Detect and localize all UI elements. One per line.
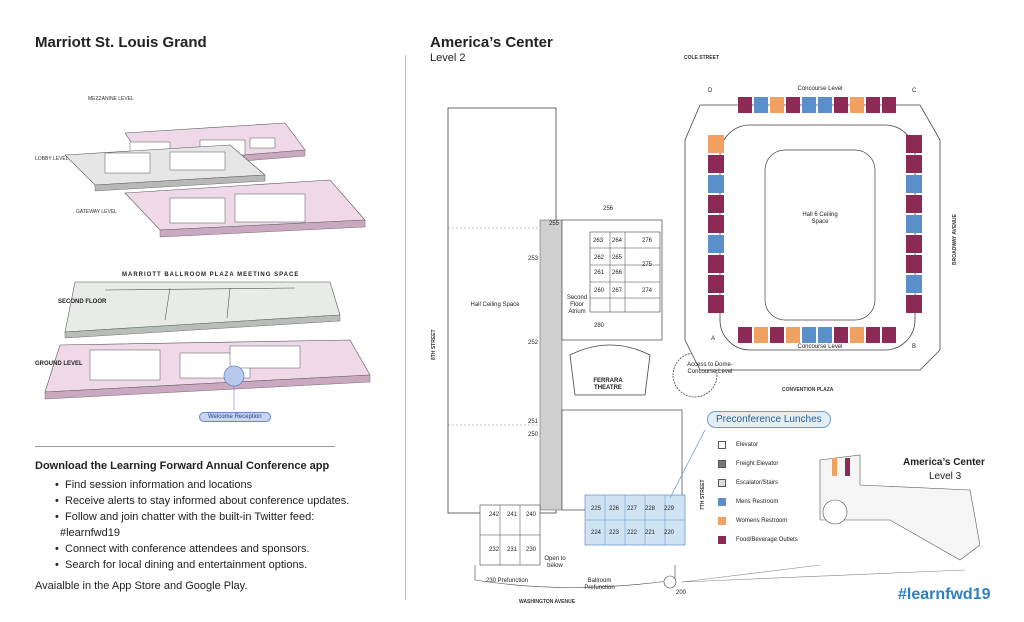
legend-escalator: Escalator/Stairs bbox=[718, 477, 808, 489]
atrium-label: Second Floor Atrium bbox=[566, 295, 588, 315]
second-floor-label: SECOND FLOOR bbox=[58, 299, 107, 305]
room-253: 253 bbox=[528, 256, 539, 262]
corner-b: B bbox=[912, 344, 917, 350]
room-228: 228 bbox=[645, 506, 656, 512]
map-legend: Elevator Freight Elevator Escalator/Stai… bbox=[718, 439, 808, 546]
gateway-level-label: GATEWAY LEVEL bbox=[76, 209, 117, 215]
ballroom-title: MARRIOTT BALLROOM PLAZA MEETING SPACE bbox=[122, 272, 300, 278]
room-261: 261 bbox=[594, 270, 605, 276]
concourse-bottom-label: Concourse Level bbox=[797, 344, 843, 350]
room-221: 221 bbox=[645, 530, 656, 536]
app-bullet: Search for local dining and entertainmen… bbox=[35, 557, 365, 573]
freight-elevator-icon bbox=[718, 460, 726, 468]
level3-subtitle: Level 3 bbox=[929, 471, 962, 482]
room-250: 250 bbox=[528, 432, 539, 438]
hashtag: #learnfwd19 bbox=[898, 586, 991, 603]
prefunction-230-label: 230 Prefunction bbox=[485, 578, 529, 584]
ferrara-theatre-label: FERRARA THEATRE bbox=[593, 378, 623, 391]
app-hashtag-line: #learnfwd19 bbox=[60, 527, 120, 539]
womens-restroom-swatch bbox=[718, 517, 726, 525]
room-223: 223 bbox=[609, 530, 620, 536]
room-260: 260 bbox=[594, 288, 605, 294]
ballroom-prefunction-label: Ballroom Prefunction bbox=[584, 578, 615, 591]
dome-access-label: Access to Dome-Concourse Level bbox=[687, 362, 733, 375]
room-232: 232 bbox=[489, 547, 500, 553]
room-265: 265 bbox=[612, 255, 623, 261]
preconference-lunches-badge: Preconference Lunches bbox=[707, 411, 831, 428]
hall-ceiling-label: Hall Ceiling Space bbox=[470, 302, 520, 308]
app-title: Download the Learning Forward Annual Con… bbox=[35, 460, 330, 472]
room-200: 200 bbox=[676, 590, 687, 596]
room-266: 266 bbox=[612, 270, 623, 276]
room-225: 225 bbox=[591, 506, 602, 512]
room-227: 227 bbox=[627, 506, 638, 512]
elevator-icon bbox=[718, 441, 726, 449]
room-274: 274 bbox=[642, 288, 653, 294]
convention-plaza-label: CONVENTION PLAZA bbox=[782, 387, 834, 393]
room-255: 255 bbox=[549, 221, 560, 227]
legend-womens-restroom: Womens Restroom bbox=[718, 515, 808, 527]
room-229: 229 bbox=[664, 506, 675, 512]
hotel-title: Marriott St. Louis Grand bbox=[35, 34, 207, 51]
room-275: 275 bbox=[642, 262, 653, 268]
convention-center-map bbox=[447, 97, 980, 589]
room-224: 224 bbox=[591, 530, 602, 536]
center-divider bbox=[405, 55, 406, 600]
level3-title: America’s Center bbox=[903, 457, 985, 468]
room-226: 226 bbox=[609, 506, 620, 512]
app-bullet: Receive alerts to stay informed about co… bbox=[35, 493, 365, 509]
room-280: 280 bbox=[594, 323, 605, 329]
legend-freight-elevator: Freight Elevator bbox=[718, 458, 808, 470]
mezzanine-level-label: MEZZANINE LEVEL bbox=[88, 96, 134, 102]
hotel-floorplan bbox=[44, 122, 371, 410]
app-availability: Avaialble in the App Store and Google Pl… bbox=[35, 580, 248, 592]
room-241: 241 bbox=[507, 512, 518, 518]
open-below-label: Open to below bbox=[544, 556, 566, 569]
hall6-label: Hall 6 Ceiling Space bbox=[802, 212, 838, 225]
center-title: America’s Center bbox=[430, 34, 553, 51]
cole-street-label: COLE STREET bbox=[684, 55, 720, 61]
welcome-reception-marker bbox=[223, 365, 245, 387]
lobby-level-label: LOBBY LEVEL bbox=[35, 156, 69, 162]
ground-level-label: GROUND LEVEL bbox=[35, 361, 83, 367]
room-267: 267 bbox=[612, 288, 623, 294]
app-bullet: Connect with conference attendees and sp… bbox=[35, 541, 365, 557]
app-bullets: Find session information and locations R… bbox=[35, 477, 365, 573]
7th-street-label: 7TH STREET bbox=[700, 479, 706, 510]
room-220: 220 bbox=[664, 530, 675, 536]
legend-elevator: Elevator bbox=[718, 439, 808, 451]
8th-street-label: 8TH STREET bbox=[431, 329, 437, 360]
legend-food-beverage: Food/Beverage Outlets bbox=[718, 534, 808, 546]
room-240: 240 bbox=[526, 512, 537, 518]
corner-a: A bbox=[711, 336, 716, 342]
room-242: 242 bbox=[489, 512, 500, 518]
room-231: 231 bbox=[507, 547, 518, 553]
room-262: 262 bbox=[594, 255, 605, 261]
corner-c: C bbox=[912, 88, 917, 94]
room-256: 256 bbox=[603, 206, 614, 212]
room-251: 251 bbox=[528, 419, 539, 425]
legend-mens-restroom: Mens Restroom bbox=[718, 496, 808, 508]
room-252: 252 bbox=[528, 340, 539, 346]
room-276: 276 bbox=[642, 238, 653, 244]
welcome-reception-label: Welcome Reception bbox=[199, 412, 271, 422]
room-222: 222 bbox=[627, 530, 638, 536]
room-263: 263 bbox=[593, 238, 604, 244]
concourse-top-label: Concourse Level bbox=[797, 86, 843, 92]
food-beverage-swatch bbox=[718, 536, 726, 544]
app-bullet: Follow and join chatter with the built-i… bbox=[35, 509, 365, 525]
room-230: 230 bbox=[526, 547, 537, 553]
washington-label: WASHINGTON AVENUE bbox=[519, 599, 576, 605]
room-264: 264 bbox=[612, 238, 623, 244]
left-divider bbox=[35, 446, 335, 447]
dome-outlets bbox=[708, 97, 922, 343]
center-subtitle: Level 2 bbox=[430, 52, 466, 64]
corner-d: D bbox=[708, 88, 713, 94]
escalator-icon bbox=[718, 479, 726, 487]
broadway-label: BROADWAY AVENUE bbox=[952, 214, 958, 265]
mens-restroom-swatch bbox=[718, 498, 726, 506]
app-bullet: Find session information and locations bbox=[35, 477, 365, 493]
